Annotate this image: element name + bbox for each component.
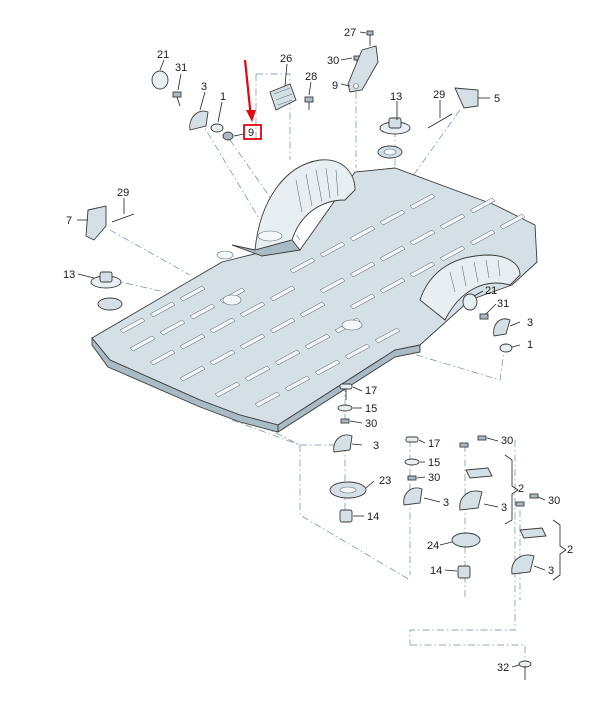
label-3: 3	[201, 81, 207, 93]
label-30: 30	[327, 55, 339, 67]
floor-panel	[91, 159, 538, 433]
label-29: 29	[117, 187, 129, 199]
label-30: 30	[365, 418, 377, 430]
label-31: 31	[497, 298, 509, 310]
bracket-9-top	[347, 45, 379, 93]
highlight-marker	[243, 59, 262, 140]
red-arrow-line	[243, 59, 253, 119]
label-14: 14	[367, 511, 379, 523]
label-2: 2	[567, 544, 573, 556]
label-28: 28	[305, 71, 317, 83]
label-13: 13	[390, 91, 402, 103]
label-21: 21	[157, 49, 169, 61]
red-arrow-head	[246, 110, 256, 122]
label-30: 30	[501, 435, 513, 447]
label-29: 29	[433, 89, 445, 101]
clip-3	[189, 110, 209, 131]
label-1: 1	[220, 91, 226, 103]
nut-9	[222, 131, 234, 141]
label-17: 17	[428, 438, 440, 450]
label-7: 7	[66, 215, 72, 227]
label-9: 9	[332, 80, 338, 92]
label-15: 15	[365, 403, 377, 415]
cover-24	[451, 532, 481, 548]
bush-14	[339, 509, 353, 523]
label-24: 24	[427, 540, 439, 552]
part-labels: 27 30 9 26 28 21 31 3 1 9 13 29 5 29 7 1…	[63, 27, 573, 674]
small-parts	[85, 30, 547, 680]
label-31: 31	[175, 62, 187, 74]
cap-21	[151, 70, 169, 90]
vent-26	[269, 83, 297, 111]
label-3: 3	[548, 565, 554, 577]
label-27: 27	[344, 27, 356, 39]
label-17: 17	[365, 385, 377, 397]
label-3: 3	[501, 502, 507, 514]
screw-28	[304, 96, 314, 103]
label-26: 26	[280, 53, 292, 65]
floor-slots	[119, 193, 526, 408]
leader-lines	[77, 31, 567, 668]
label-15: 15	[428, 457, 440, 469]
label-3: 3	[443, 497, 449, 509]
bolt-27	[366, 30, 374, 36]
label-30: 30	[548, 495, 560, 507]
label-23: 23	[379, 475, 391, 487]
label-14: 14	[430, 565, 442, 577]
label-9-highlighted: 9	[248, 127, 254, 139]
label-13: 13	[63, 269, 75, 281]
bracket-7	[85, 205, 107, 241]
label-2: 2	[518, 483, 524, 495]
label-3: 3	[527, 317, 533, 329]
bolt-31	[172, 91, 182, 98]
highlight-box	[243, 124, 262, 140]
label-5: 5	[494, 93, 500, 105]
label-1: 1	[527, 339, 533, 351]
ring-1	[210, 123, 224, 133]
label-3: 3	[373, 440, 379, 452]
bracket-5	[454, 87, 479, 109]
label-30: 30	[428, 472, 440, 484]
label-32: 32	[497, 662, 509, 674]
label-21: 21	[485, 285, 497, 297]
